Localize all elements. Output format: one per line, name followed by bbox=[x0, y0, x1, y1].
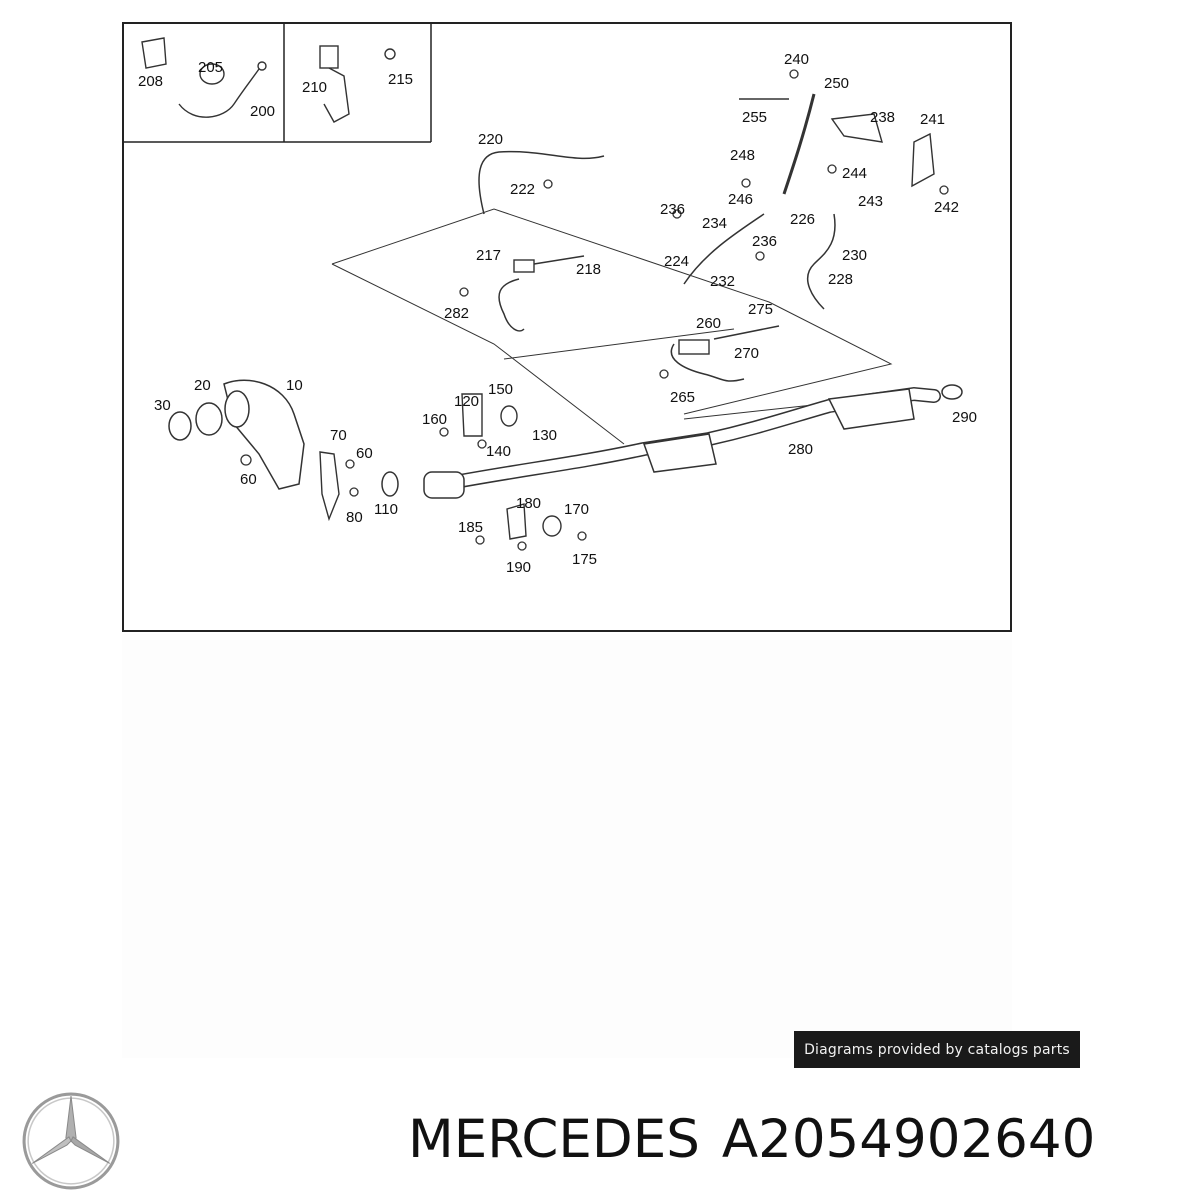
catalytic-converter-part bbox=[827, 388, 915, 430]
part-callout: 250 bbox=[824, 75, 849, 92]
part-callout: 248 bbox=[730, 147, 755, 164]
underbody-outline bbox=[331, 263, 625, 445]
part-callout: 260 bbox=[696, 315, 721, 332]
sensor-connector-part bbox=[678, 339, 710, 355]
part-callout: 150 bbox=[488, 381, 513, 398]
part-callout: 60 bbox=[356, 445, 373, 462]
part-callout: 228 bbox=[828, 271, 853, 288]
part-callout: 210 bbox=[302, 79, 327, 96]
gasket-part bbox=[168, 411, 192, 441]
part-callout: 290 bbox=[952, 409, 977, 426]
part-callout: 222 bbox=[510, 181, 535, 198]
pressure-pipe-part bbox=[807, 213, 836, 310]
part-callout: 200 bbox=[250, 103, 275, 120]
part-callout: 175 bbox=[572, 551, 597, 568]
bracket-part bbox=[319, 451, 340, 522]
underbody-outline bbox=[503, 328, 735, 360]
part-callout: 140 bbox=[486, 443, 511, 460]
filter-inlet-part bbox=[224, 390, 250, 428]
sensor-connector-part bbox=[513, 259, 535, 273]
brand-name: MERCEDES bbox=[408, 1108, 700, 1170]
leader-line bbox=[533, 255, 585, 265]
oxygen-sensor-part bbox=[141, 37, 267, 118]
part-callout: 180 bbox=[516, 495, 541, 512]
sensor-cable-part bbox=[498, 278, 525, 332]
hanger-part bbox=[461, 393, 483, 437]
credit-badge: Diagrams provided by catalogs parts bbox=[794, 1031, 1080, 1068]
rubber-mount-part bbox=[500, 405, 518, 427]
part-callout: 10 bbox=[286, 377, 303, 394]
part-callout: 241 bbox=[920, 111, 945, 128]
part-callout: 30 bbox=[154, 397, 171, 414]
diagram-canvas: 208 205 200 210 215 220 222 217 218 282 … bbox=[124, 24, 977, 576]
part-callout: 208 bbox=[138, 73, 163, 90]
part-callout: 240 bbox=[784, 51, 809, 68]
part-callout: 255 bbox=[742, 109, 767, 126]
part-callout: 20 bbox=[194, 377, 211, 394]
part-callout: 185 bbox=[458, 519, 483, 536]
blank-area bbox=[122, 634, 1012, 1058]
heat-shield-part bbox=[642, 433, 717, 473]
sensor-cable-part bbox=[670, 343, 745, 382]
rubber-mount-part bbox=[542, 515, 562, 537]
part-callout: 230 bbox=[842, 247, 867, 264]
bracket-part bbox=[319, 45, 396, 123]
pressure-pipe-part bbox=[782, 93, 816, 195]
hanger-part bbox=[506, 503, 527, 540]
bracket-part bbox=[830, 113, 883, 143]
exhaust-pipe-part bbox=[438, 388, 940, 490]
part-callout: 242 bbox=[934, 199, 959, 216]
clamp-part bbox=[195, 402, 223, 436]
bracket-part bbox=[911, 132, 935, 188]
part-callout: 246 bbox=[728, 191, 753, 208]
part-callout: 232 bbox=[710, 273, 735, 290]
part-callout: 220 bbox=[478, 131, 503, 148]
part-callout: 217 bbox=[476, 247, 501, 264]
part-callout: 110 bbox=[374, 501, 398, 518]
part-callout: 70 bbox=[330, 427, 347, 444]
part-callout: 224 bbox=[664, 253, 689, 270]
part-callout: 215 bbox=[388, 71, 413, 88]
exhaust-parts-diagram: 208 205 200 210 215 220 222 217 218 282 … bbox=[122, 22, 1012, 632]
part-number: A2054902640 bbox=[721, 1108, 1096, 1170]
brand-part-line: MERCEDES A2054902640 bbox=[408, 1104, 1095, 1174]
leader-line bbox=[713, 325, 780, 340]
part-callout: 190 bbox=[506, 559, 531, 576]
fastener-part bbox=[240, 69, 949, 551]
part-callout: 160 bbox=[422, 411, 447, 428]
part-callout: 130 bbox=[532, 427, 557, 444]
sensor-cable-part bbox=[478, 150, 605, 215]
part-callout: 218 bbox=[576, 261, 601, 278]
part-callout: 280 bbox=[788, 441, 813, 458]
part-callout: 60 bbox=[240, 471, 257, 488]
gasket-part bbox=[381, 471, 399, 497]
part-callout: 265 bbox=[670, 389, 695, 406]
part-callout: 226 bbox=[790, 211, 815, 228]
part-callout: 238 bbox=[870, 109, 895, 126]
part-callout: 270 bbox=[734, 345, 759, 362]
flex-pipe-part bbox=[423, 471, 465, 499]
part-callout: 275 bbox=[748, 301, 773, 318]
part-callout: 170 bbox=[564, 501, 589, 518]
clamp-part bbox=[941, 384, 963, 400]
mercedes-star-icon bbox=[22, 1092, 120, 1190]
part-callout: 244 bbox=[842, 165, 867, 182]
pressure-pipe-part bbox=[683, 213, 765, 285]
part-callout: 282 bbox=[444, 305, 469, 322]
part-callout: 120 bbox=[454, 393, 479, 410]
part-callout: 236 bbox=[752, 233, 777, 250]
part-callout: 234 bbox=[702, 215, 727, 232]
part-callout: 205 bbox=[198, 59, 223, 76]
part-callout: 80 bbox=[346, 509, 363, 526]
part-callout: 243 bbox=[858, 193, 883, 210]
underbody-outline bbox=[331, 208, 893, 415]
part-callout: 236 bbox=[660, 201, 685, 218]
